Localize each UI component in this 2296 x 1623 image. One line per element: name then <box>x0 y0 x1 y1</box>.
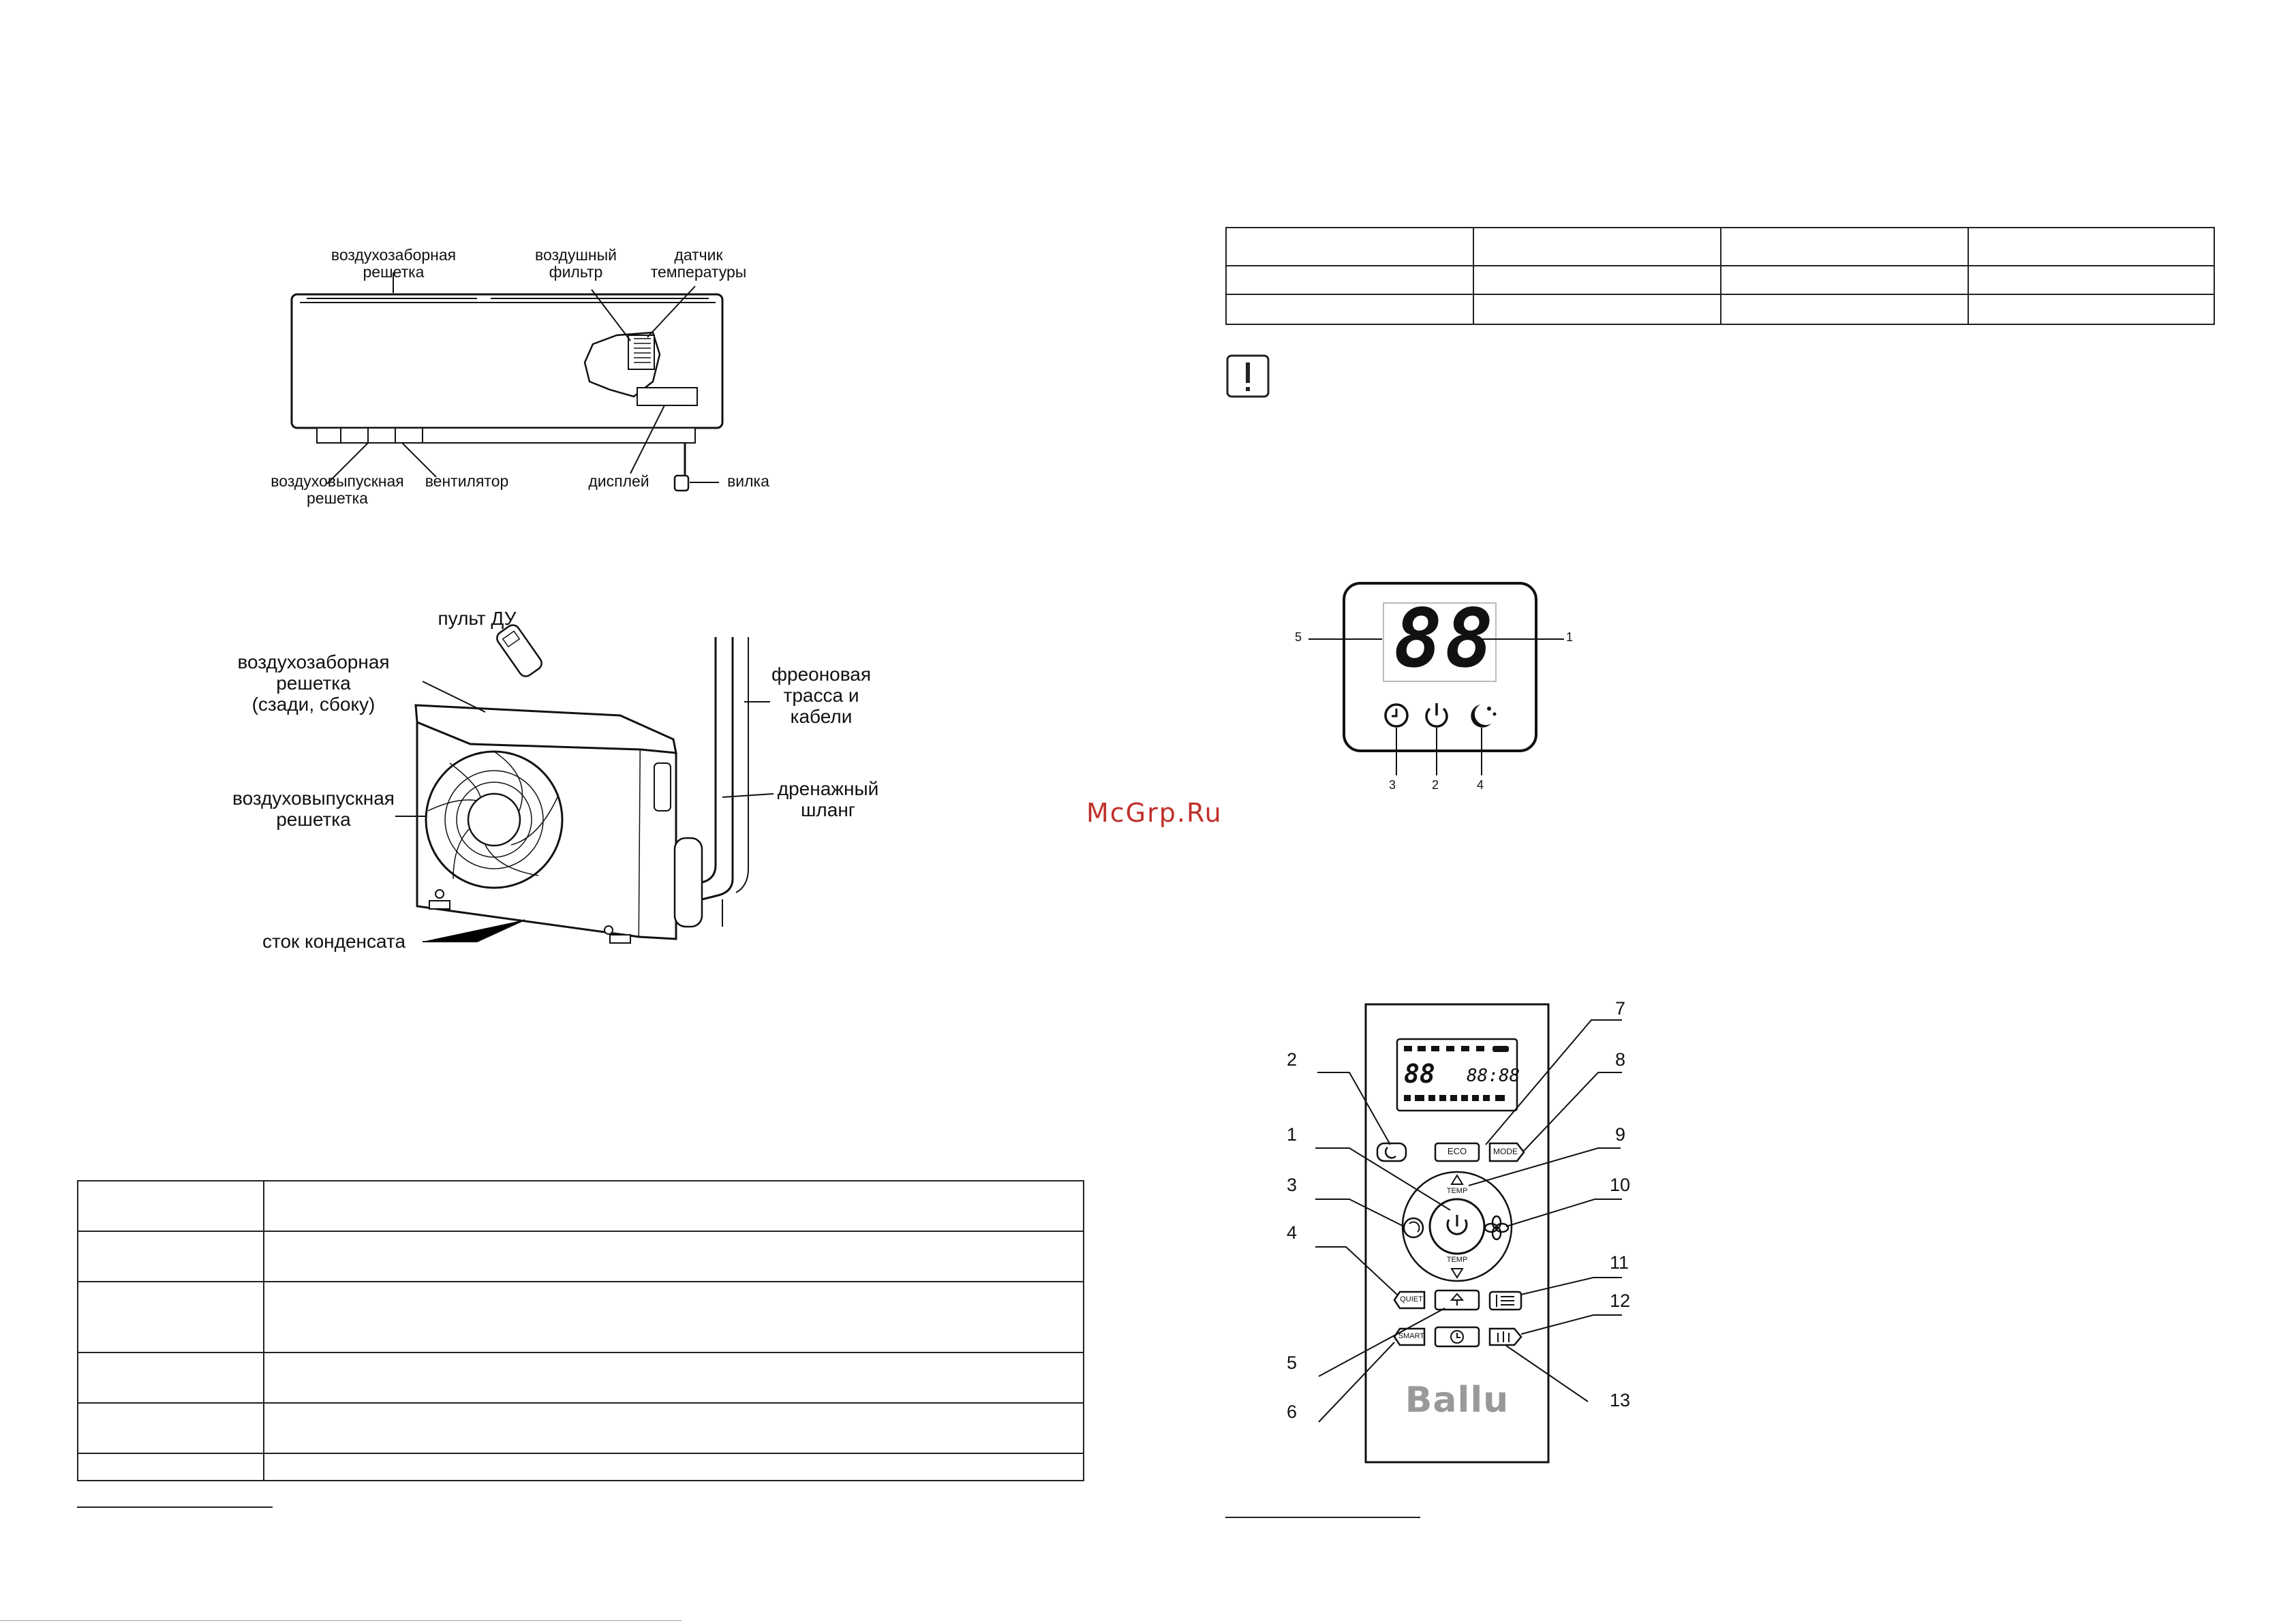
label-air-filter: воздушный фильтр <box>535 246 617 281</box>
remote-callout-5: 5 <box>1287 1352 1298 1373</box>
bottom-rule <box>0 1620 682 1621</box>
remote-brand-logo: Ballu <box>1405 1380 1510 1421</box>
label-remote: пульт ДУ <box>438 608 517 629</box>
temp-down-label[interactable]: TEMP <box>1446 1256 1468 1264</box>
display-callout-1: 1 <box>1566 630 1574 644</box>
remote-lcd-digits-right: 88:88 <box>1467 1066 1520 1086</box>
temp-up-label[interactable]: TEMP <box>1446 1187 1468 1195</box>
mode-button[interactable]: MODE <box>1493 1147 1518 1156</box>
footnote-rule-left <box>77 1506 273 1508</box>
power-button[interactable] <box>1430 1199 1484 1254</box>
table-cell <box>1225 227 1474 266</box>
sleep-button[interactable] <box>1377 1143 1406 1161</box>
remote-callout-10: 10 <box>1610 1175 1631 1195</box>
table-cell <box>263 1453 1084 1481</box>
timer-button[interactable] <box>1435 1327 1479 1346</box>
remote-callout-3: 3 <box>1287 1175 1298 1195</box>
label-outdoor-air-outlet: воздуховыпускная решетка <box>232 788 395 830</box>
quiet-button[interactable]: QUIET <box>1400 1295 1423 1303</box>
label-air-intake-grille: воздухозаборная решетка <box>331 246 457 281</box>
remote-callout-12: 12 <box>1610 1290 1631 1311</box>
swing-button[interactable] <box>1490 1292 1521 1310</box>
remote-callout-11: 11 <box>1610 1252 1629 1273</box>
remote-callout-4: 4 <box>1287 1222 1298 1243</box>
remote-callout-2: 2 <box>1287 1049 1298 1070</box>
display-callout-2: 2 <box>1432 778 1439 792</box>
fan-speed-button[interactable] <box>1486 1217 1507 1239</box>
remote-callout-13: 13 <box>1610 1390 1631 1410</box>
label-condensate-drain: сток конденсата <box>262 931 406 952</box>
label-air-outlet-grille: воздуховыпускная решетка <box>271 472 404 507</box>
table-cell <box>263 1281 1084 1353</box>
table-cell <box>1473 294 1721 325</box>
display-callout-5: 5 <box>1295 630 1302 644</box>
remote-callout-8: 8 <box>1615 1049 1626 1070</box>
label-plug: вилка <box>727 472 769 490</box>
table-cell <box>1225 294 1474 325</box>
table-cell <box>1473 227 1721 266</box>
warning-icon <box>1226 354 1270 398</box>
table-cell <box>1968 227 2215 266</box>
footnote-rule-right <box>1225 1517 1420 1518</box>
light-button[interactable] <box>1435 1290 1479 1310</box>
display-digits: 88 <box>1394 591 1497 685</box>
watermark: McGrp.Ru <box>1086 798 1223 828</box>
table-cell <box>1225 265 1474 295</box>
label-drain-hose: дренажный шланг <box>777 778 879 820</box>
table-cell <box>77 1281 264 1353</box>
eco-button[interactable]: ECO <box>1447 1146 1467 1156</box>
remote-callout-9: 9 <box>1615 1124 1626 1145</box>
display-callout-3: 3 <box>1389 778 1396 792</box>
table-cell <box>77 1231 264 1282</box>
label-fan: вентилятор <box>425 472 509 490</box>
table-cell <box>77 1352 264 1404</box>
display-callout-4: 4 <box>1477 778 1484 792</box>
table-cell <box>77 1453 264 1481</box>
swirl-button[interactable] <box>1403 1217 1424 1239</box>
table-cell <box>263 1402 1084 1454</box>
table-cell <box>263 1231 1084 1282</box>
table-cell <box>1473 265 1721 295</box>
left-spec-table <box>77 1180 1084 1481</box>
right-spec-table <box>1225 227 2215 325</box>
table-cell <box>1968 294 2215 325</box>
table-cell <box>1720 265 1969 295</box>
remote-callout-1: 1 <box>1287 1124 1298 1145</box>
label-display: дисплей <box>588 472 649 490</box>
table-cell <box>263 1180 1084 1232</box>
table-cell <box>77 1402 264 1454</box>
table-cell <box>1720 294 1969 325</box>
label-outdoor-air-intake: воздухозаборная решетка (сзади, сбоку) <box>237 651 390 715</box>
heat-button[interactable] <box>1490 1329 1521 1345</box>
smart-button[interactable]: SMART <box>1398 1332 1425 1340</box>
label-refrigerant-line: фреоновая трасса и кабели <box>771 664 872 727</box>
table-cell <box>263 1352 1084 1404</box>
remote-callout-6: 6 <box>1287 1402 1298 1422</box>
table-cell <box>77 1180 264 1232</box>
remote-lcd-digits-left: 88 <box>1404 1059 1435 1089</box>
label-temp-sensor: датчик температуры <box>650 246 747 281</box>
table-cell <box>1720 227 1969 266</box>
table-cell <box>1968 265 2215 295</box>
remote-callout-7: 7 <box>1615 998 1626 1019</box>
